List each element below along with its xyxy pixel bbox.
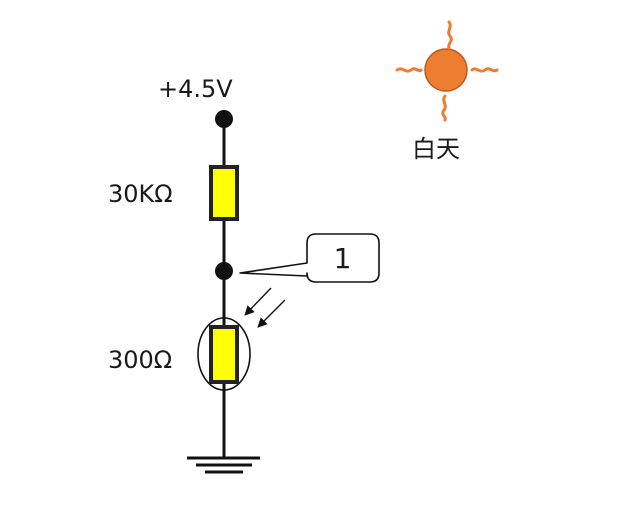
ground-icon (187, 456, 260, 474)
junction-node (215, 262, 233, 280)
daytime-label: 白天 (412, 135, 460, 163)
sun-icon (395, 20, 499, 122)
resistor-r2 (209, 325, 239, 384)
light-arrow-icon (244, 287, 286, 328)
photoresistor-outline (197, 317, 251, 391)
r1-value-label: 30KΩ (108, 180, 173, 208)
callout-box (239, 233, 380, 283)
r2-value-label: 300Ω (108, 346, 173, 374)
supply-voltage-label: +4.5V (158, 75, 233, 103)
callout-label: 1 (333, 242, 352, 275)
resistor-r1 (209, 165, 239, 221)
supply-terminal (215, 110, 233, 128)
